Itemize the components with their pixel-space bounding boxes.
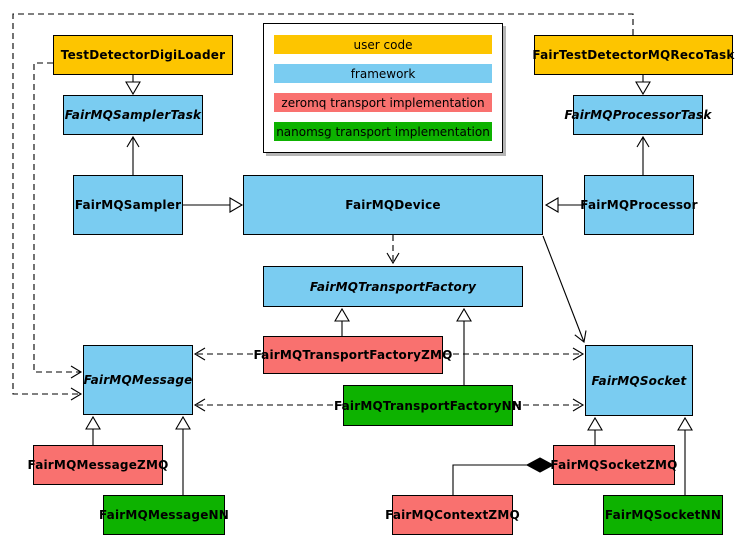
node-fairmqsocketzmq: FairMQSocketZMQ (550, 445, 677, 485)
node-fairmqsocket: FairMQSocket (585, 345, 693, 416)
legend-user-code: user code (274, 35, 492, 54)
legend: user code framework zeromq transport imp… (263, 23, 503, 153)
legend-nanomsg: nanomsg transport implementation (274, 122, 492, 141)
composition-diamond (525, 457, 555, 473)
node-fairmqcontextzmq: FairMQContextZMQ (385, 495, 520, 535)
node-fairtestdetectormqrecotask: FairTestDetectorMQRecoTask (532, 35, 734, 75)
node-fairmqmessagenn: FairMQMessageNN (99, 495, 229, 535)
edge-recotask-message (12, 13, 634, 401)
node-fairmqprocessortask: FairMQProcessorTask (564, 95, 711, 135)
node-fairmqtransportfactoryzmq: FairMQTransportFactoryZMQ (253, 336, 452, 374)
legend-framework: framework (274, 64, 492, 83)
node-fairmqmessage: FairMQMessage (83, 345, 193, 415)
node-fairmqprocessor: FairMQProcessor (580, 175, 698, 235)
node-fairmqsamplertask: FairMQSamplerTask (63, 95, 203, 135)
node-fairmqtransportfactorynn: FairMQTransportFactoryNN (334, 385, 522, 426)
node-fairmqmessagezmq: FairMQMessageZMQ (28, 445, 168, 485)
node-fairmqtransportfactory: FairMQTransportFactory (263, 266, 523, 307)
edge-device-socket (542, 235, 587, 343)
edge-socketzmq-contextzmq (452, 464, 527, 495)
legend-zeromq: zeromq transport implementation (274, 93, 492, 112)
node-testdetectordigiloader: TestDetectorDigiLoader (53, 35, 233, 75)
node-fairmqdevice: FairMQDevice (243, 175, 543, 235)
node-fairmqsocketnn: FairMQSocketNN (603, 495, 723, 535)
edge-digiloader-message (33, 62, 83, 379)
node-fairmqsampler: FairMQSampler (73, 175, 183, 235)
